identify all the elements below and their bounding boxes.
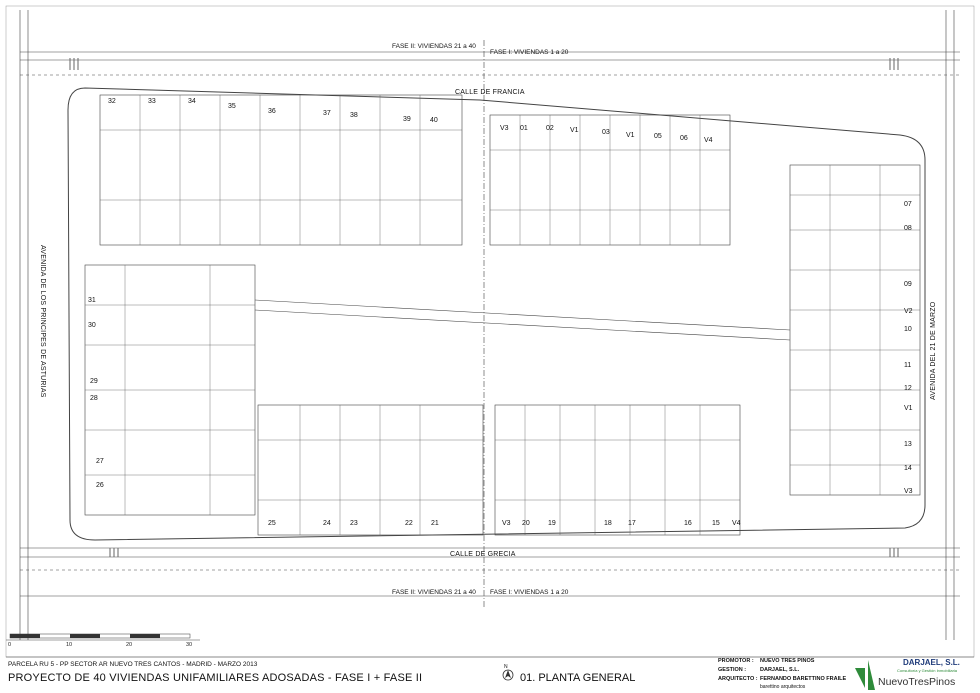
unit-label: 19 [548,520,556,527]
unit-label: 35 [228,103,236,110]
unit-label: 11 [904,362,912,369]
unit-label: 36 [268,108,276,115]
nuevotrespinos-logo-name: NuevoTresPinos [878,676,956,688]
house-partitions [85,95,920,535]
promotor-label: PROMOTOR : [718,658,754,664]
arquitecto-label: ARQUITECTO : [718,676,758,682]
drawing-title: 01. PLANTA GENERAL [520,672,636,684]
unit-label: 32 [108,98,116,105]
crosswalks [69,58,899,557]
unit-label: 02 [546,125,554,132]
unit-label: 30 [88,322,96,329]
unit-label: 33 [148,98,156,105]
unit-label: V3 [502,520,511,527]
promotor-value: NUEVO TRES PINOS [760,658,815,664]
gestion-value: DARJAEL, S.L. [760,667,800,673]
unit-label: V3 [500,125,509,132]
unit-label: 12 [904,385,912,392]
avenue-left-label: AVENIDA DE LOS PRINCIPES DE ASTURIAS [39,245,46,398]
unit-label: 05 [654,133,662,140]
darjael-logo-name: DARJAEL, S.L. [903,658,960,667]
fase-top-left-label: FASE II: VIVIENDAS 21 a 40 [392,43,476,50]
gestion-label: GESTION : [718,667,747,673]
avenue-right-label: AVENIDA DEL 21 DE MARZO [930,301,937,400]
nuevotrespinos-logo-icon [855,660,875,690]
unit-label: 08 [904,225,912,232]
street-top-label: CALLE DE FRANCIA [455,89,525,96]
fase-top-right-label: FASE I: VIVIENDAS 1 a 20 [490,49,569,56]
arquitecto-firm: barettino arquitectos [760,684,806,690]
unit-label: 07 [904,201,912,208]
unit-label: 34 [188,98,196,105]
unit-label: V4 [704,137,713,144]
unit-label: 29 [90,378,98,385]
unit-label: V3 [904,488,913,495]
unit-label: 09 [904,281,912,288]
unit-label: 39 [403,116,411,123]
unit-label: V4 [732,520,741,527]
unit-label: 31 [88,297,96,304]
unit-label: 24 [323,520,331,527]
unit-label: 01 [520,125,528,132]
unit-label: V2 [904,308,913,315]
unit-label: 26 [96,482,104,489]
unit-label: 06 [680,135,688,142]
project-title: PROYECTO DE 40 VIVIENDAS UNIFAMILIARES A… [8,672,423,684]
unit-label: 03 [602,129,610,136]
street-bottom-label: CALLE DE GRECIA [450,551,516,558]
unit-label: 27 [96,458,104,465]
scale-tick-label: 0 [8,642,12,648]
unit-label: 40 [430,117,438,124]
unit-label: 23 [350,520,358,527]
unit-label: 10 [904,326,912,333]
unit-label: 20 [522,520,530,527]
darjael-logo-tagline: Consultoría y Gestión Inmobiliaria [897,668,958,673]
north-label: N [504,664,508,670]
unit-label: 22 [405,520,413,527]
plan-linework [5,5,975,658]
unit-label: 13 [904,441,912,448]
north-arrow-icon [502,669,514,681]
unit-label: 15 [712,520,720,527]
unit-label: 21 [431,520,439,527]
unit-label: V1 [626,132,635,139]
parcel-line: PARCELA RU 5 - PP SECTOR AR NUEVO TRES C… [8,661,258,668]
unit-label: 18 [604,520,612,527]
scale-tick-label: 10 [66,642,73,648]
unit-label: 25 [268,520,276,527]
fase-bottom-right-label: FASE I: VIVIENDAS 1 a 20 [490,589,569,596]
unit-label: V1 [904,405,913,412]
unit-label: 14 [904,465,912,472]
scale-bar [9,633,191,639]
unit-label: V1 [570,127,579,134]
unit-label: 37 [323,110,331,117]
title-block-frame [6,639,974,658]
unit-label: 28 [90,395,98,402]
unit-label: 17 [628,520,636,527]
unit-label: 38 [350,112,358,119]
unit-label: 16 [684,520,692,527]
fase-bottom-left-label: FASE II: VIVIENDAS 21 a 40 [392,589,476,596]
scale-tick-label: 30 [186,642,193,648]
scale-tick-label: 20 [126,642,133,648]
arquitecto-value: FERNANDO BARETTINO FRAILE [760,676,847,682]
